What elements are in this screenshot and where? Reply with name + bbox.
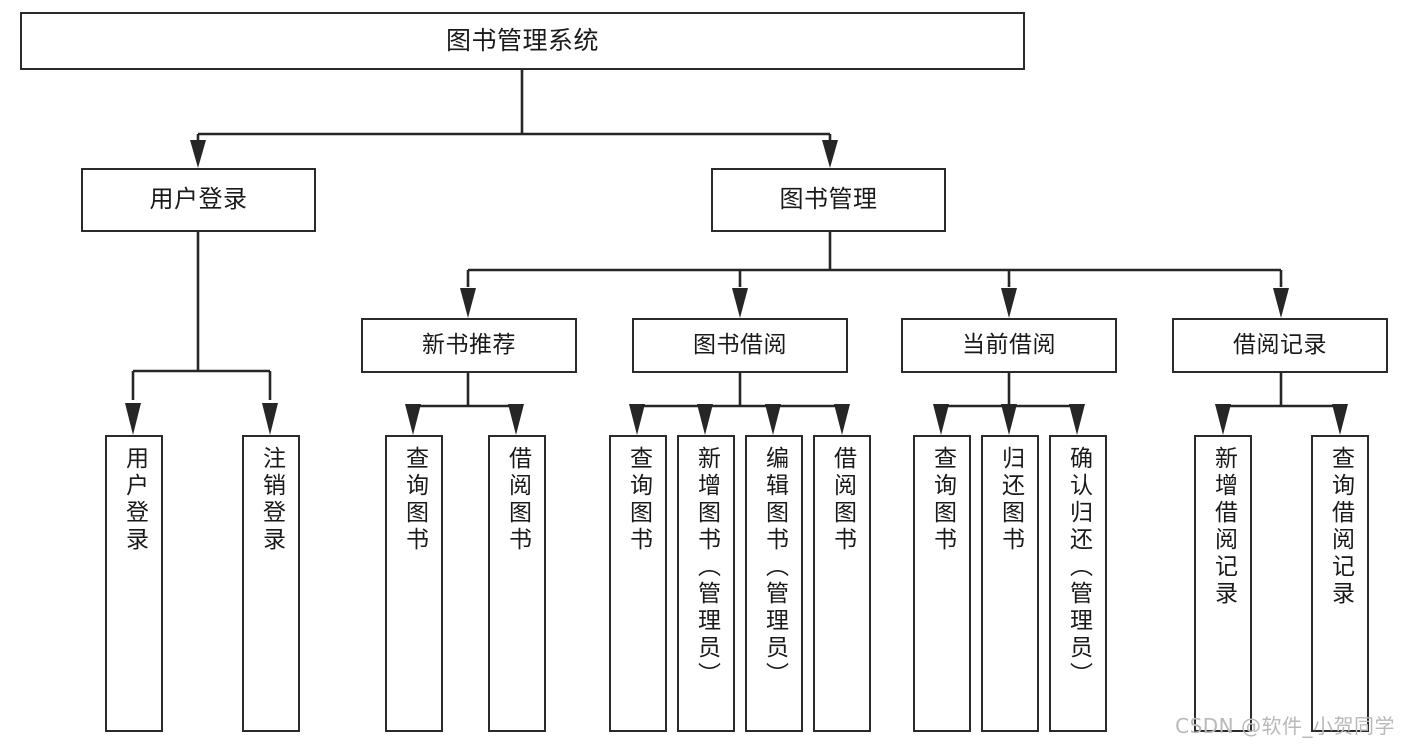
node-book-management[interactable]: 图书管理 (711, 168, 946, 232)
leaf-add-borrowing-record[interactable]: 新增借阅记录 (1194, 435, 1252, 732)
node-label: 注销登录 (258, 446, 285, 554)
node-label: 图书管理 (779, 185, 878, 214)
node-user-login[interactable]: 用户登录 (81, 168, 316, 232)
node-label: 用户登录 (121, 446, 148, 554)
arrow-leaf-return-book (1001, 404, 1017, 435)
arrow-leaf-user-login (125, 403, 141, 435)
arrow-book-mgmt (822, 140, 838, 168)
leaf-user-login[interactable]: 用户登录 (105, 435, 163, 732)
node-label: 查询图书 (929, 446, 956, 554)
leaf-query-borrowing-record[interactable]: 查询借阅记录 (1311, 435, 1369, 732)
node-label: 新增借阅记录 (1210, 446, 1237, 608)
leaf-query-book-newbook[interactable]: 查询图书 (385, 435, 443, 732)
arrow-book-borrow (732, 288, 748, 318)
node-book-borrowing[interactable]: 图书借阅 (632, 318, 848, 373)
node-label: 借阅图书 (829, 446, 856, 554)
leaf-return-book[interactable]: 归还图书 (981, 435, 1039, 732)
arrow-leaf-logout (262, 403, 278, 435)
leaf-query-book-current[interactable]: 查询图书 (913, 435, 971, 732)
node-label: 借阅记录 (1233, 332, 1327, 359)
node-label: 查询借阅记录 (1327, 446, 1354, 608)
arrow-leaf-edit-book (765, 404, 781, 435)
arrow-leaf-borrow-book-1 (508, 404, 524, 435)
leaf-edit-book-admin[interactable]: 编辑图书（管理员） (745, 435, 803, 732)
node-label: 确认归还（管理员） (1065, 446, 1092, 689)
node-label: 图书管理系统 (445, 25, 599, 55)
arrow-leaf-confirm-return (1069, 404, 1085, 435)
leaf-add-book-admin[interactable]: 新增图书（管理员） (677, 435, 735, 732)
node-borrowing-record[interactable]: 借阅记录 (1172, 318, 1388, 373)
node-label: 借阅图书 (504, 446, 531, 554)
arrow-leaf-query-record (1332, 404, 1348, 435)
leaf-confirm-return-admin[interactable]: 确认归还（管理员） (1049, 435, 1107, 732)
arrow-current-borrow (1001, 288, 1017, 318)
node-label: 图书借阅 (693, 332, 787, 359)
leaf-borrow-book-newbook[interactable]: 借阅图书 (488, 435, 546, 732)
node-label: 当前借阅 (962, 332, 1056, 359)
node-label: 查询图书 (401, 446, 428, 554)
node-label: 归还图书 (997, 446, 1024, 554)
arrow-leaf-add-book (697, 404, 713, 435)
arrow-borrow-record (1273, 288, 1289, 318)
node-label: 新书推荐 (422, 332, 516, 359)
leaf-logout[interactable]: 注销登录 (242, 435, 300, 732)
arrow-newbook-rec (460, 288, 476, 318)
leaf-borrow-book-borrowing[interactable]: 借阅图书 (813, 435, 871, 732)
node-label: 编辑图书（管理员） (761, 446, 788, 689)
arrow-leaf-borrow-book-2 (834, 404, 850, 435)
node-label: 用户登录 (149, 185, 248, 214)
arrow-leaf-query-book-2 (629, 404, 645, 435)
arrow-user-login (190, 140, 206, 168)
leaf-query-book-borrowing[interactable]: 查询图书 (609, 435, 667, 732)
node-label: 查询图书 (625, 446, 652, 554)
node-root-system[interactable]: 图书管理系统 (20, 12, 1025, 70)
arrow-leaf-add-record (1215, 404, 1231, 435)
node-label: 新增图书（管理员） (693, 446, 720, 689)
node-new-book-recommendation[interactable]: 新书推荐 (361, 318, 577, 373)
arrow-leaf-query-book-3 (933, 404, 949, 435)
node-current-borrowing[interactable]: 当前借阅 (901, 318, 1117, 373)
arrow-leaf-query-book-1 (405, 404, 421, 435)
